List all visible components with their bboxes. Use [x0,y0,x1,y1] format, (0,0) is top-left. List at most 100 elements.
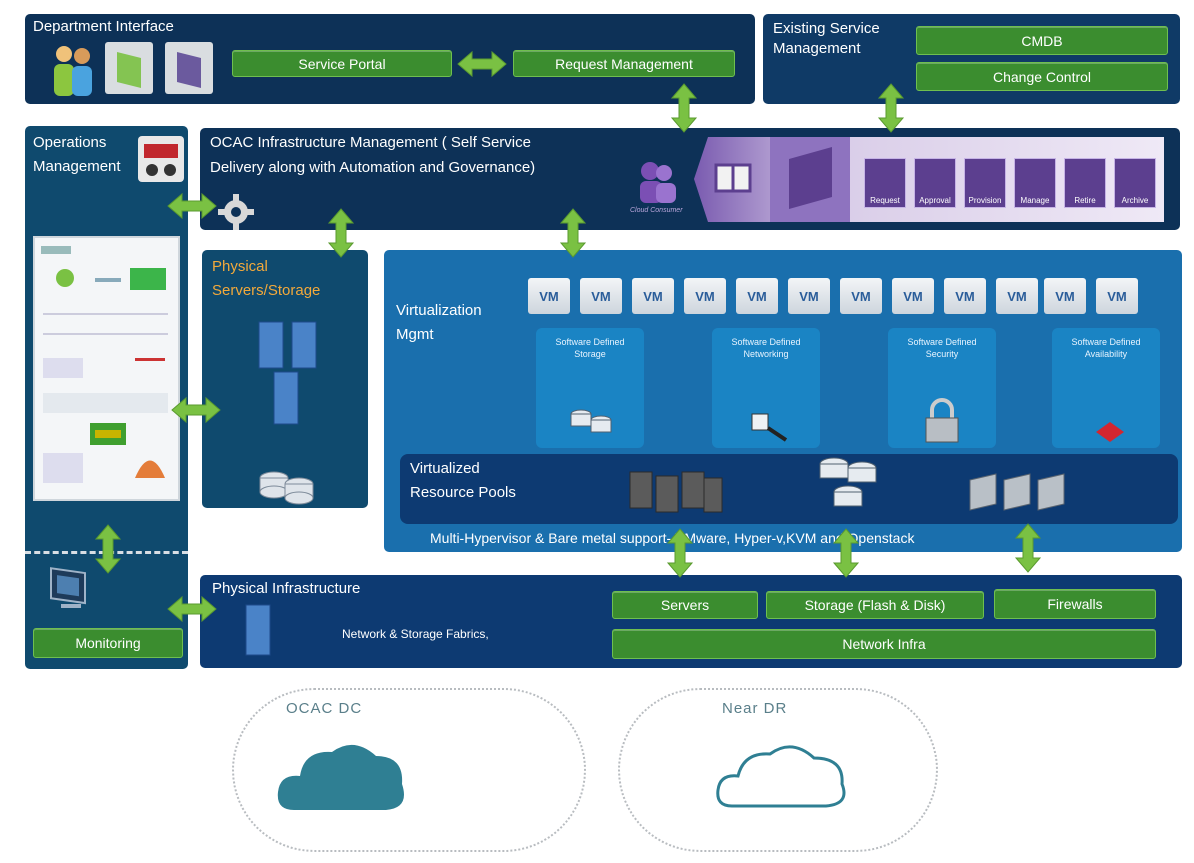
sd-storage-icon [570,409,612,433]
storage-button[interactable]: Storage (Flash & Disk) [766,591,984,619]
resource-pools-band: Virtualized Resource Pools [400,454,1178,524]
request-ocac-arrow [671,83,697,133]
dashboard-screenshot [33,236,180,501]
storage-pool-arrow [833,528,859,578]
cloud-consumer-icon [640,162,676,203]
vm-3: VM [632,278,674,314]
sd-availability-line1: Software Defined [1071,337,1141,347]
pools-title-line1: Virtualized [410,460,480,477]
network-infra-button[interactable]: Network Infra [612,629,1156,659]
monitoring-button[interactable]: Monitoring [33,628,183,658]
lifecycle-provision-icon: Provision [964,158,1006,208]
lifecycle-request-label: Request [870,196,900,205]
ocac-title-line1: OCAC Infrastructure Management ( Self Se… [210,134,531,151]
vm-6: VM [788,278,830,314]
ocac-infra-mgmt-panel: OCAC Infrastructure Management ( Self Se… [200,128,1180,230]
users-icon [54,46,92,96]
lifecycle-archive-icon: Archive [1114,158,1156,208]
availability-icon [1096,422,1124,442]
lifecycle-retire-icon: Retire [1064,158,1106,208]
cloud-consumer-label: Cloud Consumer [630,207,683,214]
esm-title-line1: Existing Service [773,20,880,37]
pss-title-line2: Servers/Storage [212,282,321,299]
vm-7: VM [840,278,882,314]
vm-5: VM [736,278,778,314]
cmdb-button[interactable]: CMDB [916,26,1168,55]
virt-title-line1: Virtualization [396,302,482,319]
network-plug-icon [751,413,788,442]
storage-disk-icon [259,471,314,505]
vm-12: VM [1096,278,1138,314]
lifecycle-manage-label: Manage [1020,196,1050,205]
ocac-dc-region: OCAC DC [232,688,586,852]
physical-server-icon [245,604,271,656]
pools-title-line2: Resource Pools [410,484,516,501]
gear-icon [218,194,254,230]
near-dr-region: Near DR [618,688,938,852]
purple-app-icon [165,42,213,94]
sd-storage-line2: Storage [574,349,606,359]
lifecycle-archive-label: Archive [1121,196,1149,205]
sd-availability-box: Software Defined Availability [1052,328,1160,448]
servers-pool-arrow [667,528,693,578]
request-management-button[interactable]: Request Management [513,50,735,77]
servers-button[interactable]: Servers [612,591,758,619]
sd-security-line2: Security [925,349,959,359]
esm-ocac-arrow [878,83,904,133]
lifecycle-retire-label: Retire [1074,196,1096,205]
service-portal-button[interactable]: Service Portal [232,50,452,77]
esm-title-line2: Management [773,40,861,57]
lifecycle-approval-icon: Approval [914,158,956,208]
server-rack-icon [258,321,317,425]
firewalls-pool-arrow [1015,523,1041,573]
ops-ocac-arrow [167,193,217,219]
ocac-dc-label: OCAC DC [286,700,363,717]
near-dr-label: Near DR [722,700,788,717]
ops-title-line2: Management [33,158,121,175]
sd-networking-box: Software Defined Networking [712,328,820,448]
lifecycle-provision-label: Provision [968,196,1002,205]
lifecycle-approval-label: Approval [919,196,951,205]
department-interface-title: Department Interface [33,18,174,35]
server-bank-icon [629,471,723,513]
lifecycle-request-icon: Request [864,158,906,208]
firewalls-button[interactable]: Firewalls [994,589,1156,619]
sd-storage-box: Software Defined Storage [536,328,644,448]
virt-title-line2: Mgmt [396,326,434,343]
ocac-physical-arrow [328,208,354,258]
outline-cloud-icon [716,745,846,808]
sd-security-box: Software Defined Security [888,328,996,448]
ops-title-line1: Operations [33,134,107,151]
physical-servers-storage-panel: Physical Servers/Storage [202,250,368,508]
ocac-title-line2: Delivery along with Automation and Gover… [210,159,536,176]
fabrics-text: Network & Storage Fabrics, [342,627,489,641]
ocac-virtualization-arrow [560,208,586,258]
existing-service-management-panel: Existing Service Management CMDB Change … [763,14,1180,104]
monitor-icon [50,567,86,608]
pss-title-line1: Physical [212,258,268,275]
ops-physical-arrow [171,397,221,423]
storage-stack-icon [819,457,877,507]
ops-monitoring-arrow [95,524,121,574]
vm-1: VM [528,278,570,314]
vm-8: VM [892,278,934,314]
physical-infra-title: Physical Infrastructure [212,580,361,597]
sd-storage-line1: Software Defined [555,337,625,347]
portal-request-arrow [457,51,507,77]
physical-infrastructure-panel: Physical Infrastructure Network & Storag… [200,575,1182,668]
vm-9: VM [944,278,986,314]
padlock-icon [925,398,959,443]
sd-networking-line1: Software Defined [731,337,801,347]
vm-10: VM [996,278,1038,314]
operations-dashboard-icon [138,136,184,182]
network-switch-stack-icon [969,473,1065,511]
green-app-icon [105,42,153,94]
sd-networking-line2: Networking [743,349,789,359]
vm-11: VM [1044,278,1086,314]
vm-2: VM [580,278,622,314]
change-control-button[interactable]: Change Control [916,62,1168,91]
lifecycle-manage-icon: Manage [1014,158,1056,208]
sd-security-line1: Software Defined [907,337,977,347]
department-interface-panel: Department Interface Service Portal Requ… [25,14,755,104]
